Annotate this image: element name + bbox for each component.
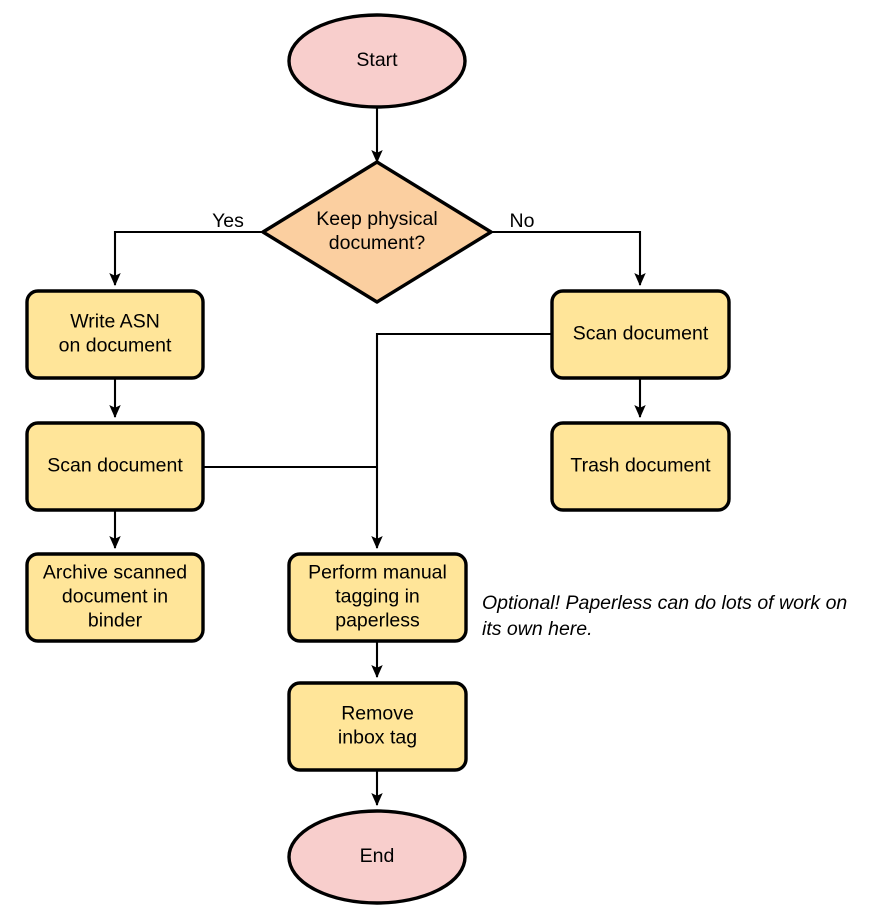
process-box [287,552,468,643]
terminator-ellipse [287,13,467,109]
edge-decision-yes-to-write-asn: Yes [109,210,263,287]
edge-label-decision-no-to-scan-right: No [510,210,535,232]
edge-path [109,230,263,287]
annotation-line: its own here. [482,618,593,640]
node-label-manual-tagging: Perform manual [308,562,447,584]
node-label-remove-inbox-tag: inbox tag [338,727,417,749]
node-label-scan-right: Scan document [573,323,709,345]
process-box [25,421,205,512]
edge-decision-no-to-scan-right: No [491,210,646,287]
node-start[interactable]: Start [287,13,467,109]
node-end[interactable]: End [287,809,467,905]
process-box [25,289,205,380]
annotation-optional-note: Optional! Paperless can do lots of work … [482,592,847,640]
node-label-archive-binder: document in [62,586,168,608]
node-label-archive-binder: binder [88,610,143,632]
node-scan-right[interactable]: Scan document [550,289,731,380]
node-label-write-asn: Write ASN [70,311,160,333]
annotation-line: Optional! Paperless can do lots of work … [482,592,847,614]
node-trash[interactable]: Trash document [550,421,731,512]
edge-label-decision-yes-to-write-asn: Yes [212,210,244,232]
process-box [287,681,468,772]
node-label-archive-binder: Archive scanned [43,562,187,584]
edge-path [491,230,646,287]
decision-diamond [261,160,493,304]
node-label-keep-physical: Keep physical [316,208,437,230]
node-label-keep-physical: document? [329,232,426,254]
terminator-ellipse [287,809,467,905]
node-label-write-asn: on document [59,335,172,357]
node-label-trash: Trash document [570,455,711,477]
node-label-manual-tagging: tagging in [335,586,420,608]
process-box [25,552,205,643]
process-box [550,289,731,380]
node-label-remove-inbox-tag: Remove [341,703,414,725]
edge-scan-right-to-manual-tagging [371,332,552,550]
node-scan-left[interactable]: Scan document [25,421,205,512]
process-box [550,421,731,512]
edge-path [371,332,552,550]
node-label-start: Start [356,49,398,71]
annotations-layer: Optional! Paperless can do lots of work … [482,592,847,640]
edges-layer: Yes No [109,107,646,807]
node-label-scan-left: Scan document [47,455,183,477]
node-label-manual-tagging: paperless [335,610,420,632]
node-label-end: End [360,845,395,867]
